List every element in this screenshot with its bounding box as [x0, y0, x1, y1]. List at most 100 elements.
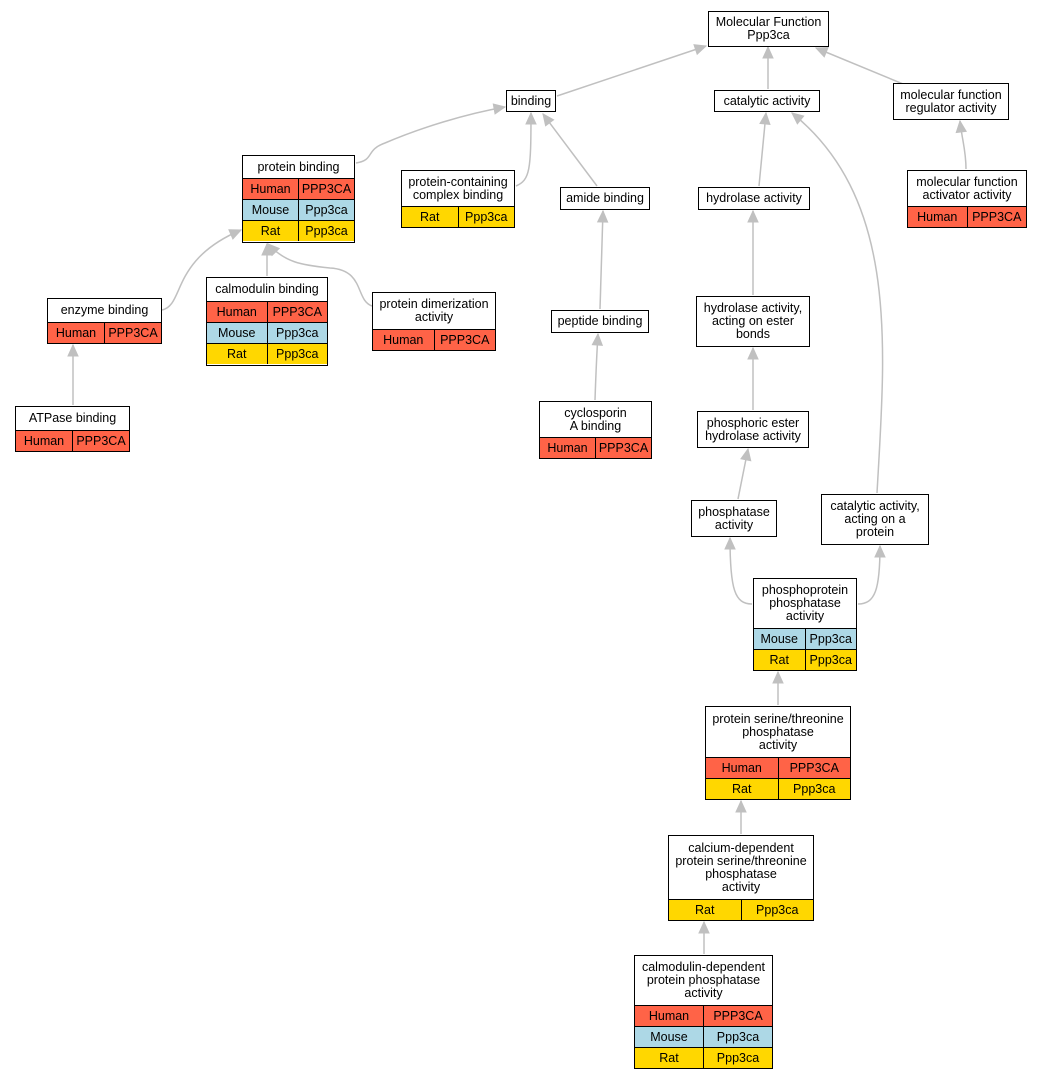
arrowhead	[740, 447, 752, 462]
arrowhead	[596, 209, 609, 223]
node-title: amide binding	[566, 191, 644, 205]
arrowhead	[724, 536, 736, 550]
species-name: Human	[207, 302, 267, 322]
node-title: molecular function activator activity	[916, 174, 1018, 202]
edge-cat_protein-to-catalytic	[791, 112, 884, 494]
species-name: Rat	[635, 1048, 703, 1068]
edge-dimerization-to-protein_binding	[267, 243, 373, 307]
node-title: cyclosporin A binding	[564, 405, 627, 433]
arrowhead	[693, 44, 708, 56]
node-title: protein serine/threonine phosphatase act…	[712, 711, 844, 752]
arrowhead	[492, 103, 507, 115]
species-name: Mouse	[207, 323, 267, 343]
node-phosphoprotein-phosphatase[interactable]: phosphoprotein phosphatase activity Mous…	[753, 578, 857, 671]
species-name: Rat	[706, 779, 778, 799]
species-name: Human	[243, 179, 298, 199]
species-name: Human	[706, 758, 778, 778]
gene-symbol: PPP3CA	[266, 302, 327, 322]
node-title: enzyme binding	[60, 303, 149, 317]
species-name: Rat	[402, 207, 458, 227]
arrowhead	[759, 111, 771, 125]
arrowhead	[762, 45, 774, 59]
node-serine-threonine-phosphatase[interactable]: protein serine/threonine phosphatase act…	[705, 706, 851, 800]
edge-phosphoprotein-to-phosphatase	[729, 537, 753, 605]
species-name: Rat	[243, 221, 298, 241]
edge-mf_regulator-to-mf_root	[815, 47, 904, 85]
arrowhead	[591, 332, 604, 346]
node-calcium-dependent-phosphatase[interactable]: calcium-dependent protein serine/threoni…	[668, 835, 814, 921]
gene-symbol: PPP3CA	[595, 438, 651, 458]
node-title: phosphatase activity	[698, 504, 770, 532]
node-molecular-function[interactable]: Molecular Function Ppp3ca	[708, 11, 829, 47]
arrowhead	[228, 229, 243, 240]
node-catalytic-acting-on-protein[interactable]: catalytic activity, acting on a protein	[821, 494, 929, 545]
node-title: protein binding	[257, 159, 340, 174]
node-phosphatase-activity[interactable]: phosphatase activity	[691, 500, 777, 537]
gene-symbol: PPP3CA	[72, 431, 129, 451]
node-title: catalytic activity, acting on a protein	[830, 499, 920, 539]
node-title: phosphoric ester hydrolase activity	[705, 415, 801, 443]
gene-symbol: PPP3CA	[104, 323, 161, 343]
species-name: Human	[48, 323, 104, 343]
species-name: Human	[16, 431, 72, 451]
node-molecular-function-regulator[interactable]: molecular function regulator activity	[893, 83, 1009, 120]
node-calmodulin-dependent-phosphatase[interactable]: calmodulin-dependent protein phosphatase…	[634, 955, 773, 1069]
node-hydrolase-ester-bonds[interactable]: hydrolase activity, acting on ester bond…	[696, 296, 810, 347]
arrowhead	[267, 243, 281, 257]
species-name: Mouse	[635, 1027, 703, 1047]
arrowhead	[67, 343, 79, 357]
species-name: Rat	[207, 344, 267, 364]
gene-symbol: Ppp3ca	[298, 200, 354, 220]
node-binding[interactable]: binding	[506, 90, 556, 112]
gene-symbol: Ppp3ca	[457, 207, 514, 227]
edge-hydrolase-to-catalytic	[758, 112, 767, 187]
node-hydrolase-activity[interactable]: hydrolase activity	[698, 187, 810, 210]
arrowhead	[814, 47, 829, 58]
gene-symbol: Ppp3ca	[266, 323, 327, 343]
arrowhead	[698, 920, 710, 934]
node-title: calcium-dependent protein serine/threoni…	[675, 840, 807, 894]
gene-symbol: PPP3CA	[703, 1006, 772, 1026]
node-phosphoric-ester-hydrolase[interactable]: phosphoric ester hydrolase activity	[697, 411, 809, 448]
arrowhead	[772, 670, 784, 684]
gene-symbol: PPP3CA	[298, 179, 354, 199]
gene-symbol: Ppp3ca	[298, 221, 354, 241]
node-catalytic-activity[interactable]: catalytic activity	[714, 90, 820, 112]
edge-protein_binding-to-binding	[355, 106, 506, 164]
arrowhead	[747, 346, 759, 360]
species-name: Mouse	[754, 629, 805, 649]
node-title: protein-containing complex binding	[408, 174, 508, 202]
gene-symbol: PPP3CA	[433, 330, 495, 350]
gene-symbol: Ppp3ca	[740, 900, 813, 920]
node-amide-binding[interactable]: amide binding	[560, 187, 650, 210]
gene-symbol: PPP3CA	[966, 207, 1026, 227]
node-title: protein dimerization activity	[379, 297, 489, 324]
node-molecular-function-activator[interactable]: molecular function activator activity Hu…	[907, 170, 1027, 228]
arrowhead	[955, 119, 968, 134]
node-title: catalytic activity	[723, 93, 811, 108]
species-name: Mouse	[243, 200, 298, 220]
species-name: Rat	[754, 650, 805, 670]
node-peptide-binding[interactable]: peptide binding	[551, 310, 649, 333]
